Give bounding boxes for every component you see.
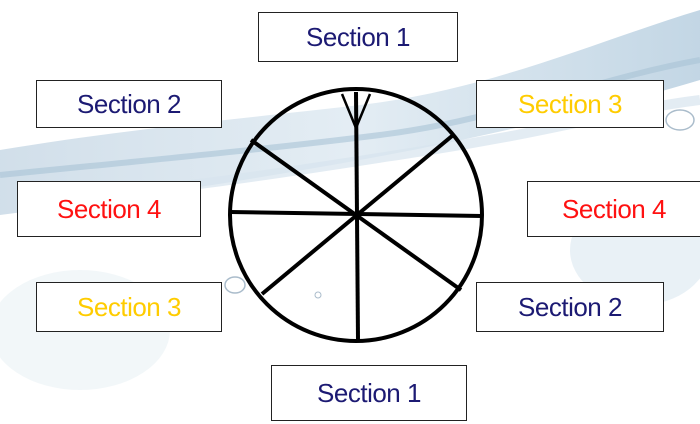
wheel-spoke-diagonal-2 [260, 134, 454, 296]
label-mid-left: Section 4 [17, 181, 201, 237]
label-mid-right: Section 4 [527, 181, 700, 237]
label-upper-right: Section 3 [476, 80, 664, 128]
label-upper-left: Section 2 [36, 80, 222, 128]
label-bottom: Section 1 [271, 365, 467, 421]
pointer-arrow [340, 93, 372, 132]
label-top: Section 1 [258, 12, 458, 62]
label-lower-left: Section 3 [36, 282, 222, 332]
label-lower-right: Section 2 [476, 282, 664, 332]
